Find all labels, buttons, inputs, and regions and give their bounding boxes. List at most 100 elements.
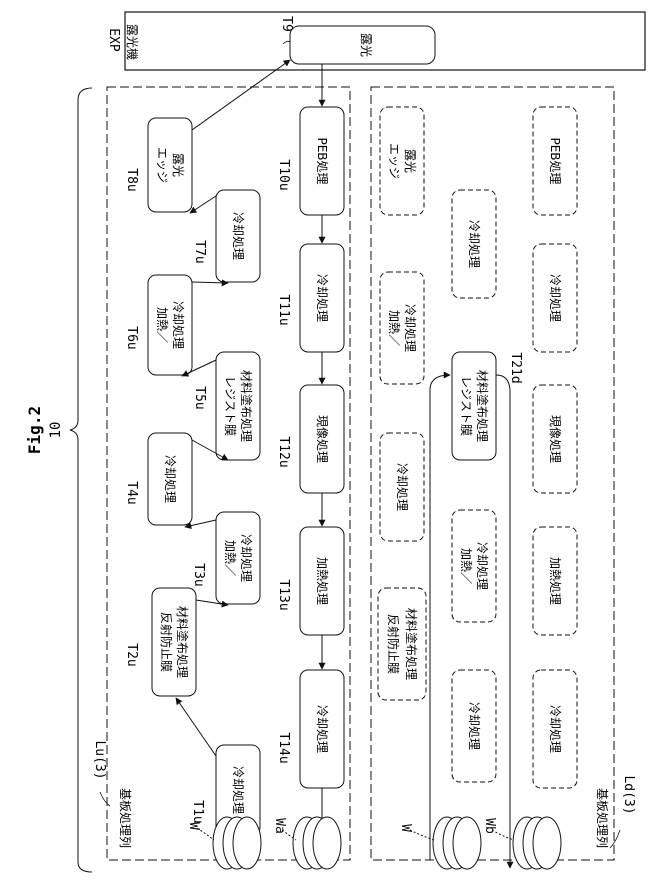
step-id: T7u [192,240,207,263]
lower-line-ref-leader [609,829,621,849]
exposure-machine-name: 露光機 [125,24,140,60]
step-text: 冷却処理 [231,766,245,814]
flow-arrow [191,439,229,461]
idle-box [532,106,578,216]
exposure-machine-frame [124,11,646,71]
idle-box [532,669,578,789]
step-text: 冷却処理 [171,301,185,349]
step-text: 冷却処理 [163,455,177,503]
idle-box [377,587,427,701]
exposure-step-id: T9 [279,16,294,32]
step-text: エッジ [155,147,169,183]
wafer [232,816,262,870]
flow-arrow [181,359,217,377]
lower-line-title: 基板処理列 [595,788,609,848]
wafer [532,816,562,870]
step-text: 反射防止膜 [159,612,174,672]
step-T1u: 冷却処理 T1u [190,744,261,836]
idle-text: 冷却処理 [467,702,481,750]
step-T4u: 冷却処理 T4u [124,432,193,526]
step-text: 加熱／ [223,540,237,576]
step-text: 冷却処理 [315,705,329,753]
idle-box [532,526,578,636]
idle-text: 加熱処理 [548,557,562,605]
step-T14u: 冷却処理 T14u [276,669,345,789]
step-text: 冷却処理 [239,534,253,582]
exposure-step-label: 露光 [359,33,373,57]
wafer-leader [196,827,215,841]
idle-text: 加熱／ [387,310,401,346]
step-T11u: 冷却処理 T11u [276,243,345,353]
idle-box [532,384,578,494]
wafer-label: Wa [272,818,287,834]
idle-text: 冷却処理 [395,463,409,511]
idle-text: 反射防止膜 [386,614,401,674]
idle-text: 冷却処理 [548,274,562,322]
step-text: レジスト膜 [459,376,473,436]
step-id: T6u [124,326,139,349]
step-text: 加熱処理 [315,557,329,605]
lower-idle-middle: 冷却処理 加熱／ 冷却処理 冷却処理 [451,189,497,783]
idle-box [532,243,578,353]
lower-line-ref: Ld(3) [621,775,636,814]
idle-text: 冷却処理 [467,220,481,268]
step-box [451,351,497,461]
wafer-stack-lower-out: Wb [482,816,562,870]
wafer-stack-lower-in: W [398,816,482,870]
idle-box [451,189,497,299]
exposure-step-box [289,25,436,65]
idle-text: 加熱／ [459,548,473,584]
wafer [452,816,482,870]
step-T21d: レジスト膜 材料塗布処理 T21d [451,351,523,461]
figure-ref-number: 10 [48,422,64,439]
flow-arrow [429,371,451,860]
flow-arrow [184,519,217,530]
step-text: 材料塗布処理 [475,370,490,442]
idle-text: 冷却処理 [403,304,417,352]
step-id: T21d [508,352,523,383]
wafer-stack-upper-out: Wa [272,816,342,870]
upper-line-ref: Lu(3) [92,740,107,779]
wafer [312,816,342,870]
apparatus-bracket [69,87,93,873]
step-id: T1u [190,800,205,823]
step-box [147,274,193,376]
idle-text: 現像処理 [548,415,562,463]
idle-text: 露光 [403,149,417,173]
step-box [215,511,261,605]
lower-flow-arrows [429,371,514,869]
step-id: T14u [276,732,291,763]
step-id: T5u [192,386,207,409]
step-T3u: 加熱／ 冷却処理 T3u [191,511,261,605]
wafer-leader [409,829,435,841]
flow-arrow [191,279,229,287]
exposure-leader [282,40,291,45]
step-text: 冷却処理 [315,274,329,322]
wafer-leader [281,829,297,841]
idle-box [379,106,425,216]
step-T10u: PEB処理 T10u [276,106,345,216]
wafer-stack-upper-in: W [186,816,262,870]
step-T2u: 反射防止膜 材料塗布処理 T2u [124,587,197,697]
step-T13u: 加熱処理 T13u [276,526,345,636]
exposure-ref: EXP [106,28,121,52]
idle-box [451,509,497,623]
step-T6u: 加熱／ 冷却処理 T6u [124,274,193,376]
idle-text: エッジ [387,143,401,179]
step-T12u: 現像処理 T12u [276,384,345,494]
wafer-leader [491,829,515,841]
flow-arrow [195,599,229,608]
idle-text: PEB処理 [548,137,562,184]
step-id: T10u [276,159,291,190]
step-id: T2u [124,643,139,666]
step-box [147,432,193,526]
idle-text: 冷却処理 [548,705,562,753]
idle-text: 材料塗布処理 [404,608,419,680]
step-text: 露光 [171,153,185,177]
wafer-label: W [186,822,201,830]
lower-idle-right: PEB処理 冷却処理 現像処理 加熱処理 冷却処理 [532,106,578,789]
step-box [215,351,261,461]
wafer-label: W [398,824,413,832]
step-text: 冷却処理 [231,212,245,260]
